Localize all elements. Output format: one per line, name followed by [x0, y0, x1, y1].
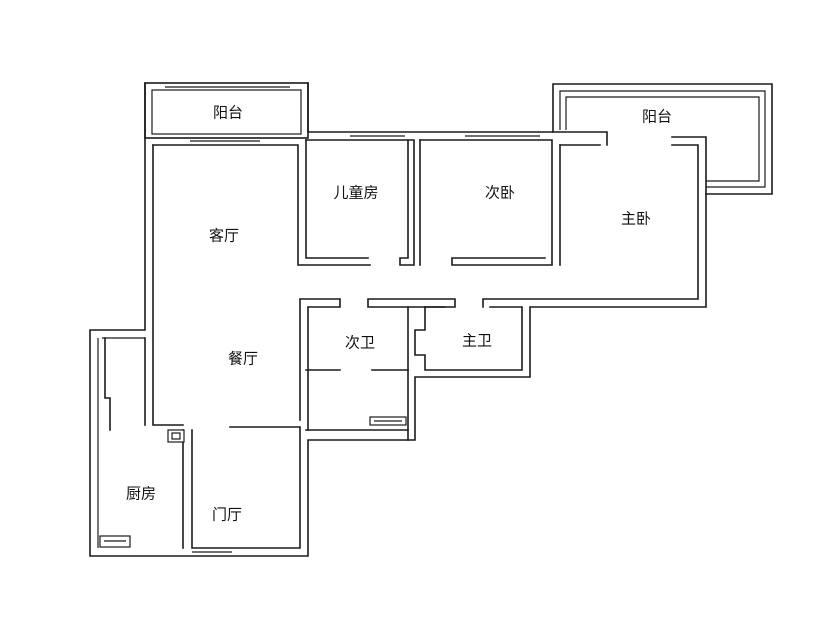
label-balcony-right: 阳台	[642, 108, 672, 126]
outer-walls	[89, 82, 707, 557]
hall-walls	[152, 140, 371, 553]
label-balcony-left: 阳台	[213, 104, 243, 122]
master-bath-walls	[414, 306, 523, 371]
label-living-room: 客厅	[209, 227, 239, 245]
label-kitchen: 厨房	[126, 485, 156, 503]
label-foyer: 门厅	[212, 506, 242, 524]
label-master-bath: 主卫	[462, 332, 492, 350]
master-bedroom-walls	[482, 144, 699, 308]
kids-room-walls	[305, 135, 415, 266]
label-master-bedroom: 主卧	[621, 210, 651, 228]
label-second-bath: 次卫	[345, 334, 375, 352]
second-bedroom-walls	[419, 135, 553, 266]
label-kids-room: 儿童房	[333, 184, 378, 202]
second-bath-walls	[305, 306, 409, 441]
label-second-bedroom: 次卧	[485, 184, 515, 202]
balcony-right	[552, 83, 773, 195]
kitchen-walls	[99, 337, 185, 549]
label-dining-room: 餐厅	[228, 350, 258, 368]
corridor-walls	[299, 298, 456, 431]
